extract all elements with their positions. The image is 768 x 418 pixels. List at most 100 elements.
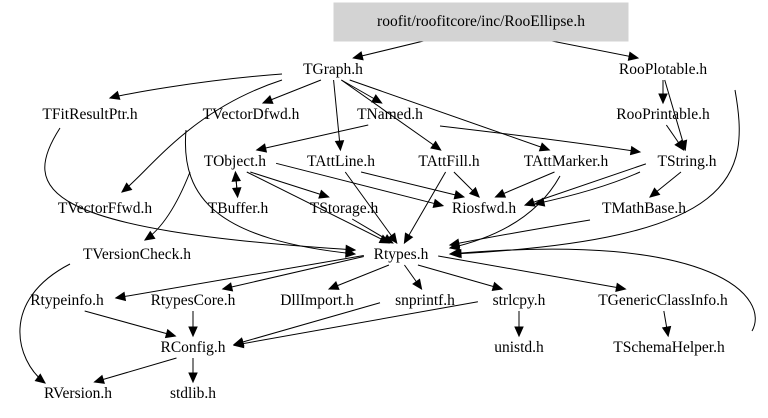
edge-tobject-to-rtypes bbox=[246, 171, 390, 244]
edge-layer bbox=[19, 31, 756, 384]
arrowhead-tgraph-to-tattmarker bbox=[538, 142, 551, 152]
arrowhead-tbuffer-to-tobject bbox=[231, 170, 241, 182]
arrowhead-tattmarker-to-riosfwd bbox=[494, 188, 507, 198]
node-tschemahelper[interactable]: TSchemaHelper.h bbox=[613, 339, 725, 356]
edge-tattfill-to-rtypes bbox=[403, 171, 447, 244]
arrowhead-tattfill-to-rtypes bbox=[403, 232, 414, 245]
node-tattmarker[interactable]: TAttMarker.h bbox=[524, 153, 609, 170]
arrowhead-tgenericclassinfo-to-tschemahelper bbox=[661, 325, 672, 338]
node-tversioncheck[interactable]: TVersionCheck.h bbox=[83, 246, 191, 263]
node-tattfill[interactable]: TAttFill.h bbox=[418, 153, 479, 170]
arrowhead-rooprintable-to-tstring bbox=[674, 139, 685, 152]
node-stdlib[interactable]: stdlib.h bbox=[170, 385, 216, 402]
arrowhead-tattline-to-riosfwd bbox=[453, 190, 466, 200]
arrowhead-tgraph-to-tattline bbox=[334, 140, 345, 152]
node-tfitresultptr[interactable]: TFitResultPtr.h bbox=[42, 106, 137, 123]
node-snprintf[interactable]: snprintf.h bbox=[395, 292, 455, 309]
node-layer: roofit/roofitcore/inc/RooEllipse.hTGraph… bbox=[30, 2, 728, 402]
node-riosfwd[interactable]: Riosfwd.h bbox=[452, 200, 516, 217]
edge-tstring-to-riosfwd bbox=[524, 163, 647, 206]
edge-tvectordfwd-to-rtypes bbox=[184, 129, 356, 255]
edge-rtypeinfo-to-rconfig bbox=[84, 310, 176, 337]
edge-rtypes-to-dllimport bbox=[328, 264, 390, 290]
arrowhead-tnamed-to-tobject bbox=[255, 143, 268, 153]
edge-rooprintable-to-riosfwd bbox=[534, 171, 641, 205]
edge-tattmarker-to-rtypes bbox=[449, 175, 561, 249]
arrowhead-tattfill-to-riosfwd bbox=[468, 186, 480, 198]
node-strlcpy[interactable]: strlcpy.h bbox=[493, 292, 546, 309]
arrowhead-tgraph-to-tvectordfwd bbox=[261, 95, 274, 104]
arrowhead-rtypes-to-rtypescore bbox=[221, 282, 234, 292]
edge-tgraph-to-tattline bbox=[333, 79, 341, 151]
node-tnamed[interactable]: TNamed.h bbox=[357, 106, 423, 123]
arrowhead-rtypes-to-rtypeinfo bbox=[114, 291, 127, 302]
node-rtypes[interactable]: Rtypes.h bbox=[374, 246, 429, 263]
arrowhead-tattline-to-rtypes bbox=[387, 232, 398, 244]
edge-tfitresultptr-to-rtypes bbox=[44, 127, 356, 251]
arrowhead-rooplotable-to-rooprintable bbox=[658, 93, 668, 105]
node-unistd[interactable]: unistd.h bbox=[494, 339, 544, 356]
arrowhead-tvectordfwd-to-rtypes bbox=[345, 248, 357, 258]
arrowhead-tstring-to-tmathbase bbox=[649, 187, 661, 198]
node-rversion[interactable]: RVersion.h bbox=[44, 385, 112, 402]
edge-tobject-to-tstorage bbox=[250, 171, 329, 198]
edge-tmathbase-to-rtypes bbox=[449, 219, 591, 246]
node-tvectordfwd[interactable]: TVectorDfwd.h bbox=[203, 106, 300, 123]
node-tstring[interactable]: TString.h bbox=[658, 153, 717, 170]
arrowhead-tobject-to-riosfwd bbox=[432, 198, 445, 208]
node-tmathbase[interactable]: TMathBase.h bbox=[602, 200, 686, 217]
node-tgraph[interactable]: TGraph.h bbox=[303, 61, 363, 78]
edge-tgraph-to-tattmarker bbox=[349, 79, 550, 151]
edge-rooplotable-to-tstring bbox=[664, 79, 686, 151]
arrowhead-strlcpy-to-unistd bbox=[514, 326, 524, 338]
edge-strlcpy-to-rconfig bbox=[234, 301, 478, 346]
edge-tobject-to-riosfwd bbox=[275, 162, 444, 207]
arrowhead-tobject-to-tstorage bbox=[318, 189, 330, 199]
node-rtypeinfo[interactable]: Rtypeinfo.h bbox=[30, 292, 104, 309]
arrowhead-rconfig-to-stdlib bbox=[188, 372, 198, 384]
edge-snprintf-to-rconfig bbox=[233, 302, 381, 345]
arrowhead-rtypes-to-tgenericclassinfo bbox=[615, 282, 627, 293]
arrowhead-rconfig-to-rversion bbox=[93, 374, 105, 384]
arrowhead-tstorage-to-rtypes bbox=[382, 234, 394, 244]
node-rtypescore[interactable]: RtypesCore.h bbox=[151, 292, 236, 309]
node-tvectorffwd[interactable]: TVectorFfwd.h bbox=[58, 200, 153, 217]
edge-tschemahelper-to-rtypes bbox=[449, 248, 756, 332]
edge-rconfig-to-rversion bbox=[94, 357, 177, 383]
node-tbuffer[interactable]: TBuffer.h bbox=[208, 200, 269, 217]
edge-tattline-to-rtypes bbox=[344, 171, 398, 244]
root-node-highlight bbox=[333, 2, 629, 42]
node-tattline[interactable]: TAttLine.h bbox=[307, 153, 375, 170]
edge-tnamed-to-tobject bbox=[256, 124, 369, 151]
arrowhead-tmathbase-to-rtypes bbox=[448, 238, 461, 248]
node-rooprintable[interactable]: RooPrintable.h bbox=[616, 106, 710, 123]
arrowhead-rtypes-to-strlcpy bbox=[491, 281, 504, 291]
edge-rtypes-to-tgenericclassinfo bbox=[438, 255, 626, 290]
node-root[interactable]: roofit/roofitcore/inc/RooEllipse.h bbox=[377, 13, 585, 30]
node-dllimport[interactable]: DllImport.h bbox=[280, 292, 354, 309]
edge-tgraph-to-tattfill bbox=[341, 79, 441, 151]
edge-rooplotable-to-rtypes bbox=[451, 89, 740, 255]
edge-tnamed-to-tstring bbox=[439, 125, 641, 153]
arrowhead-rtypeinfo-to-rconfig bbox=[164, 328, 177, 339]
arrowhead-tversioncheck-to-rversion bbox=[34, 373, 46, 384]
node-rconfig[interactable]: RConfig.h bbox=[160, 339, 225, 356]
arrowhead-tgraph-to-tvectorffwd bbox=[121, 182, 133, 193]
edge-rtypes-to-rtypescore bbox=[222, 255, 364, 290]
node-rooplotable[interactable]: RooPlotable.h bbox=[619, 61, 708, 78]
node-tgenericclassinfo[interactable]: TGenericClassInfo.h bbox=[598, 292, 728, 309]
edge-tgraph-to-tvectorffwd bbox=[121, 79, 283, 193]
edge-tversioncheck-to-rversion bbox=[19, 263, 71, 384]
arrowhead-tschemahelper-to-rtypes bbox=[448, 248, 460, 258]
node-tobject[interactable]: TObject.h bbox=[204, 153, 266, 170]
node-tstorage[interactable]: TStorage.h bbox=[310, 200, 379, 217]
arrowhead-root-to-rooplotable bbox=[627, 51, 640, 61]
edge-tgraph-to-tvectordfwd bbox=[262, 79, 322, 104]
edge-rtypes-to-rtypeinfo bbox=[115, 255, 364, 299]
edge-tattmarker-to-riosfwd bbox=[495, 171, 555, 198]
arrowhead-root-to-tgraph bbox=[352, 51, 364, 61]
edge-tattline-to-riosfwd bbox=[360, 171, 465, 198]
arrowhead-rtypes-to-dllimport bbox=[327, 281, 340, 290]
arrowhead-rtypescore-to-rconfig bbox=[188, 326, 198, 338]
